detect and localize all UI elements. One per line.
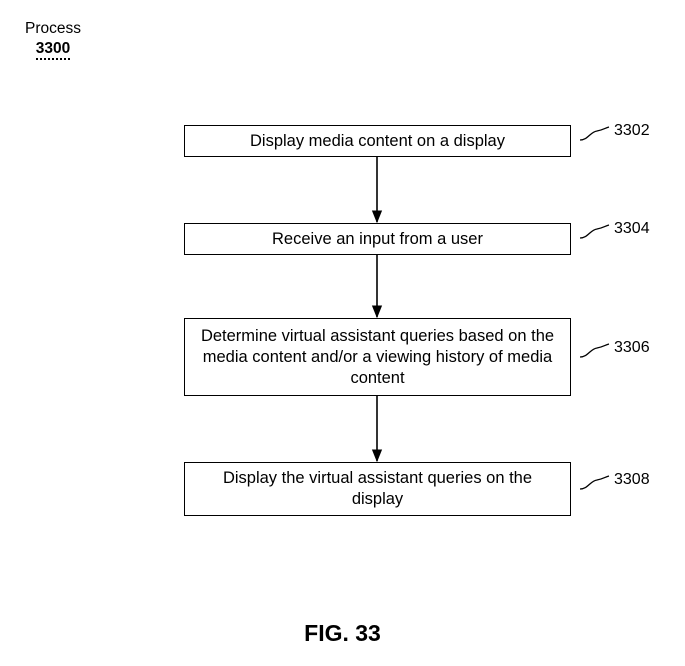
ref-number-3304: 3304 (614, 220, 650, 237)
step-box-3304: Receive an input from a user (184, 223, 571, 255)
leader-3304 (579, 224, 610, 239)
leader-3302 (579, 126, 610, 141)
step-text-3304: Receive an input from a user (272, 229, 483, 248)
leader-3306 (579, 343, 610, 358)
step-box-3302: Display media content on a display (184, 125, 571, 157)
step-text-3308: Display the virtual assistant queries on… (222, 469, 533, 508)
process-number: 3300 (8, 39, 98, 60)
ref-number-3302: 3302 (614, 122, 650, 139)
process-label: Process (25, 20, 81, 37)
step-text-3302: Display media content on a display (250, 131, 505, 150)
step-text-3306: Determine virtual assistant queries base… (200, 326, 555, 387)
ref-number-3308: 3308 (614, 471, 650, 488)
figure-label: FIG. 33 (304, 620, 381, 646)
ref-number-3306: 3306 (614, 339, 650, 356)
process-number-text: 3300 (35, 40, 71, 60)
step-box-3308: Display the virtual assistant queries on… (184, 462, 571, 516)
leader-3308 (579, 475, 610, 490)
step-box-3306: Determine virtual assistant queries base… (184, 318, 571, 396)
